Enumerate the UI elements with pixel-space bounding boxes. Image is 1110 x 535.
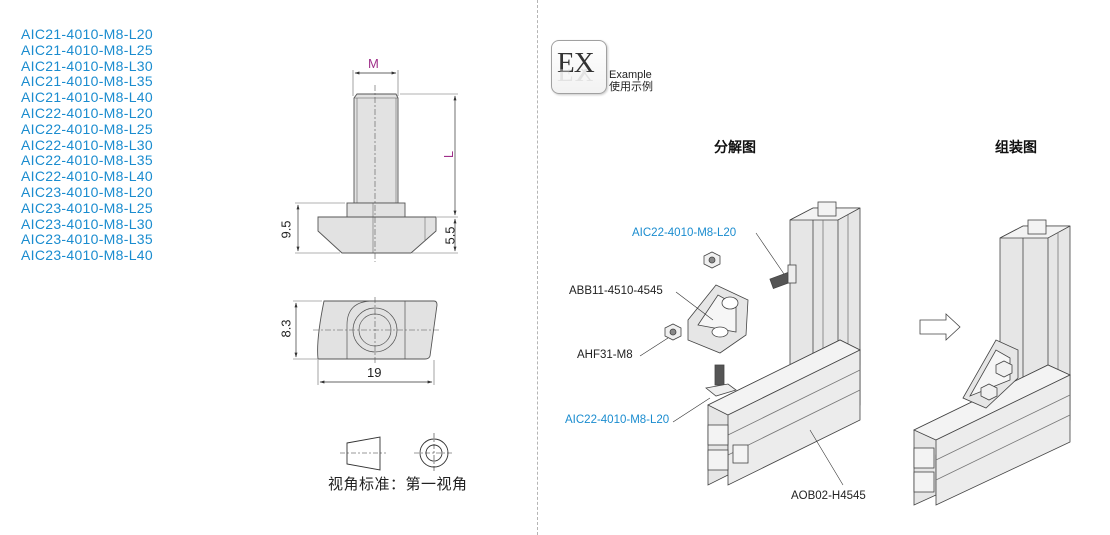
side-view — [295, 70, 458, 262]
part-number: AIC23-4010-M8-L20 — [21, 183, 153, 200]
assembled-view-title: 组装图 — [995, 139, 1037, 155]
example-badge-reflection: EX — [557, 69, 594, 87]
part-number: AIC23-4010-M8-L30 — [21, 215, 153, 232]
dim-m-label: M — [368, 56, 379, 71]
callout-bolt-top: AIC22-4010-M8-L20 — [632, 227, 737, 239]
part-number: AIC21-4010-M8-L25 — [21, 41, 153, 58]
dim-height-label: 9.5 — [278, 220, 294, 239]
part-number: AIC21-4010-M8-L20 — [21, 26, 153, 42]
example-label: Example 使用示例 — [609, 69, 653, 93]
part-number: AIC22-4010-M8-L30 — [21, 136, 153, 153]
technical-drawing — [293, 70, 458, 473]
projection-symbol-icon — [340, 433, 454, 473]
part-number: AIC23-4010-M8-L35 — [21, 231, 153, 248]
assembly-illustrations — [639, 201, 1071, 506]
part-number: AIC22-4010-M8-L40 — [21, 168, 153, 185]
part-number: AIC21-4010-M8-L35 — [21, 73, 153, 90]
exploded-view-title: 分解图 — [714, 139, 756, 155]
dim-width-label: 8.3 — [278, 319, 294, 338]
part-number: AIC22-4010-M8-L25 — [21, 120, 153, 137]
section-divider — [537, 0, 538, 535]
callout-nut: AHF31-M8 — [577, 349, 633, 361]
callout-profile: AOB02-H4545 — [791, 490, 866, 502]
assembled-illustration — [913, 219, 1071, 506]
part-number: AIC22-4010-M8-L35 — [21, 152, 153, 169]
exploded-illustration — [664, 201, 861, 486]
callout-leaders — [639, 232, 844, 486]
example-badge-text: EX — [557, 47, 595, 79]
part-number-list: AIC21-4010-M8-L20 AIC21-4010-M8-L25 AIC2… — [21, 26, 153, 264]
arrow-right-icon — [919, 313, 961, 341]
part-number: AIC21-4010-M8-L30 — [21, 57, 153, 74]
top-view — [293, 297, 440, 385]
callout-bracket: ABB11-4510-4545 — [569, 285, 663, 297]
example-label-zh: 使用示例 — [609, 81, 653, 93]
projection-label: 视角标准：第一视角 — [328, 476, 468, 493]
part-number: AIC22-4010-M8-L20 — [21, 104, 153, 121]
part-number: AIC21-4010-M8-L40 — [21, 89, 153, 106]
callout-bolt-bottom: AIC22-4010-M8-L20 — [565, 414, 670, 426]
part-number: AIC23-4010-M8-L25 — [21, 199, 153, 216]
example-badge-icon — [551, 40, 607, 94]
part-number: AIC23-4010-M8-L40 — [21, 247, 153, 264]
example-label-en: Example — [609, 69, 652, 81]
dim-length-label: 19 — [367, 365, 382, 380]
dim-l-label: L — [441, 150, 457, 159]
dim-head-label: 5.5 — [442, 226, 458, 245]
